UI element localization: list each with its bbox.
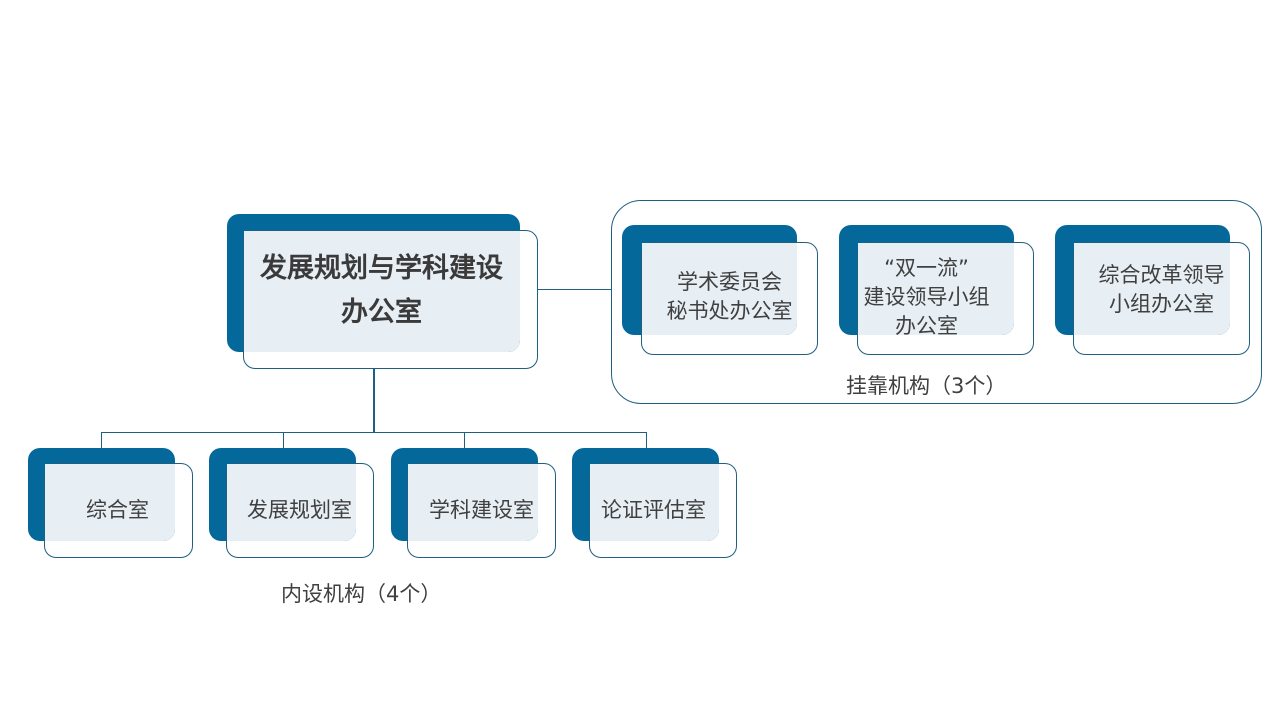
connector-drop-1 (101, 432, 102, 448)
connector-drop-4 (646, 432, 647, 448)
internal-label: 内设机构（4个） (281, 582, 442, 606)
internal-node-label: 学科建设室 (429, 497, 534, 522)
connector-main-affiliated (538, 289, 611, 290)
internal-node-label: 发展规划室 (247, 497, 352, 522)
connector-horizontal (101, 432, 647, 433)
affiliated-node-label: “双一流” 建设领导小组 办公室 (863, 255, 990, 338)
connector-drop-3 (464, 432, 465, 448)
affiliated-node-label: 综合改革领导 小组办公室 (1098, 263, 1225, 316)
affiliated-label: 挂靠机构（3个） (846, 374, 1007, 398)
affiliated-node-label: 学术委员会 秘书处办公室 (666, 270, 793, 323)
affiliated-group (611, 200, 1262, 404)
connector-drop-2 (283, 432, 284, 448)
main-office-title: 发展规划与学科建设 办公室 (260, 253, 503, 328)
internal-node-label: 综合室 (86, 497, 149, 522)
internal-node-label: 论证评估室 (601, 497, 706, 522)
connector-main-down (373, 369, 375, 432)
